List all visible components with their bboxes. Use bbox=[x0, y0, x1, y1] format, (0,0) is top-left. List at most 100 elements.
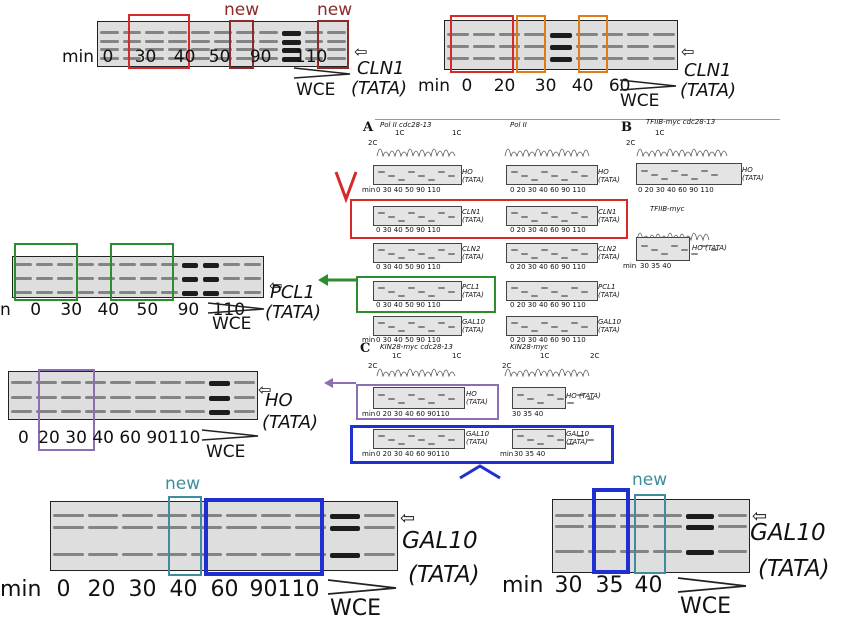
top-left-gel bbox=[97, 21, 349, 67]
panel-c-label: C bbox=[360, 341, 371, 356]
gene-label: HO bbox=[265, 390, 293, 411]
min-label: min bbox=[0, 577, 42, 602]
red-highlight-box bbox=[450, 15, 514, 73]
teal-highlight-box bbox=[634, 494, 666, 574]
gel-band bbox=[517, 394, 524, 396]
gel-band bbox=[550, 57, 572, 62]
wce-label: WCE bbox=[212, 314, 252, 334]
gel-band bbox=[447, 45, 469, 48]
gel-band bbox=[685, 525, 715, 531]
gel-lane bbox=[242, 257, 263, 297]
gel-band bbox=[11, 409, 32, 413]
gel-band bbox=[653, 57, 675, 60]
gel-band bbox=[428, 329, 435, 332]
gel-lane bbox=[586, 500, 619, 572]
gel-band bbox=[428, 402, 435, 404]
gel-band bbox=[135, 395, 156, 399]
gel-band bbox=[156, 514, 188, 518]
gel-band bbox=[601, 33, 624, 36]
gel-band bbox=[160, 291, 178, 294]
gel-band bbox=[524, 45, 547, 48]
gel-band bbox=[140, 277, 157, 280]
facs-2c-label: 2C bbox=[502, 362, 512, 370]
gel-band bbox=[388, 291, 395, 293]
gel-band bbox=[671, 244, 678, 247]
gel-band bbox=[98, 291, 116, 294]
mini-gel bbox=[373, 316, 462, 336]
gel-band bbox=[541, 249, 548, 252]
facs-1c-label: 1C bbox=[395, 129, 405, 137]
gel-band bbox=[234, 395, 255, 399]
time-row: 30 35 40 bbox=[512, 410, 544, 418]
gel-band bbox=[87, 553, 119, 556]
gel-band bbox=[551, 216, 558, 218]
gel-lane bbox=[83, 372, 108, 419]
gel-band bbox=[304, 48, 324, 52]
darkred-highlight-box bbox=[229, 20, 254, 69]
gel-band bbox=[329, 525, 361, 531]
gel-band bbox=[110, 395, 131, 399]
purple-highlight-box bbox=[38, 369, 95, 451]
gel-band bbox=[327, 39, 346, 43]
gel-band bbox=[388, 253, 395, 255]
new-label: new bbox=[632, 470, 668, 490]
gel-band bbox=[701, 170, 708, 172]
gel-lane bbox=[471, 21, 497, 69]
time-label: 90110 bbox=[146, 428, 201, 448]
gel-band bbox=[541, 287, 548, 290]
gene-label: CLN1 (TATA) bbox=[462, 208, 484, 224]
gel-band bbox=[100, 30, 119, 34]
time-row: 0 20 30 40 60 90110 bbox=[376, 410, 450, 418]
gel-lane bbox=[212, 22, 235, 66]
wce-wedge bbox=[677, 577, 747, 593]
gel-band bbox=[524, 33, 547, 36]
gel-band bbox=[122, 39, 142, 43]
gel-band bbox=[517, 435, 524, 438]
mini-gel bbox=[373, 206, 462, 226]
time-row: 0 30 40 50 90 110 bbox=[376, 226, 441, 234]
gel-band bbox=[541, 322, 548, 325]
gel-lane bbox=[280, 22, 303, 66]
time-row: 30 35 40 bbox=[514, 450, 546, 458]
gel-band bbox=[56, 263, 74, 266]
time-row: 0 20 30 40 60 90 110 bbox=[510, 226, 586, 234]
gel-band bbox=[190, 39, 210, 43]
mini-gel bbox=[373, 165, 462, 185]
wce-label: WCE bbox=[296, 80, 336, 100]
gel-band bbox=[85, 409, 107, 413]
gel-band bbox=[551, 326, 558, 328]
gel-band bbox=[156, 525, 188, 529]
gel-band bbox=[281, 30, 301, 36]
gel-lane bbox=[13, 257, 34, 297]
gel-band bbox=[575, 33, 598, 36]
teal-highlight-box bbox=[168, 496, 202, 576]
gel-band bbox=[537, 442, 544, 445]
gel-band bbox=[135, 381, 156, 385]
gel-band bbox=[448, 175, 455, 177]
gel-lane bbox=[59, 372, 84, 419]
gel-band bbox=[418, 439, 425, 441]
gel-band bbox=[259, 30, 278, 34]
gel-band bbox=[223, 263, 241, 266]
gel-lane bbox=[553, 500, 586, 572]
figure-top-rule bbox=[375, 119, 780, 120]
time-label: 0 bbox=[102, 47, 114, 67]
gel-band bbox=[168, 30, 187, 34]
gel-band bbox=[378, 322, 385, 325]
blue-row-box bbox=[350, 425, 614, 464]
red-row-box bbox=[350, 199, 628, 239]
top-right-gel bbox=[444, 20, 678, 70]
gel-band bbox=[364, 553, 395, 556]
gel-band bbox=[448, 291, 455, 293]
gel-lane bbox=[325, 22, 348, 66]
gel-band bbox=[438, 394, 445, 396]
gel-band bbox=[213, 48, 233, 52]
gel-band bbox=[408, 394, 415, 396]
time-row: 0 20 30 40 60 90 110 bbox=[510, 263, 586, 271]
gel-band bbox=[567, 402, 574, 404]
gel-band bbox=[561, 219, 568, 222]
gel-lane bbox=[293, 502, 328, 570]
gel-band bbox=[438, 322, 445, 325]
gel-lane bbox=[522, 21, 548, 69]
